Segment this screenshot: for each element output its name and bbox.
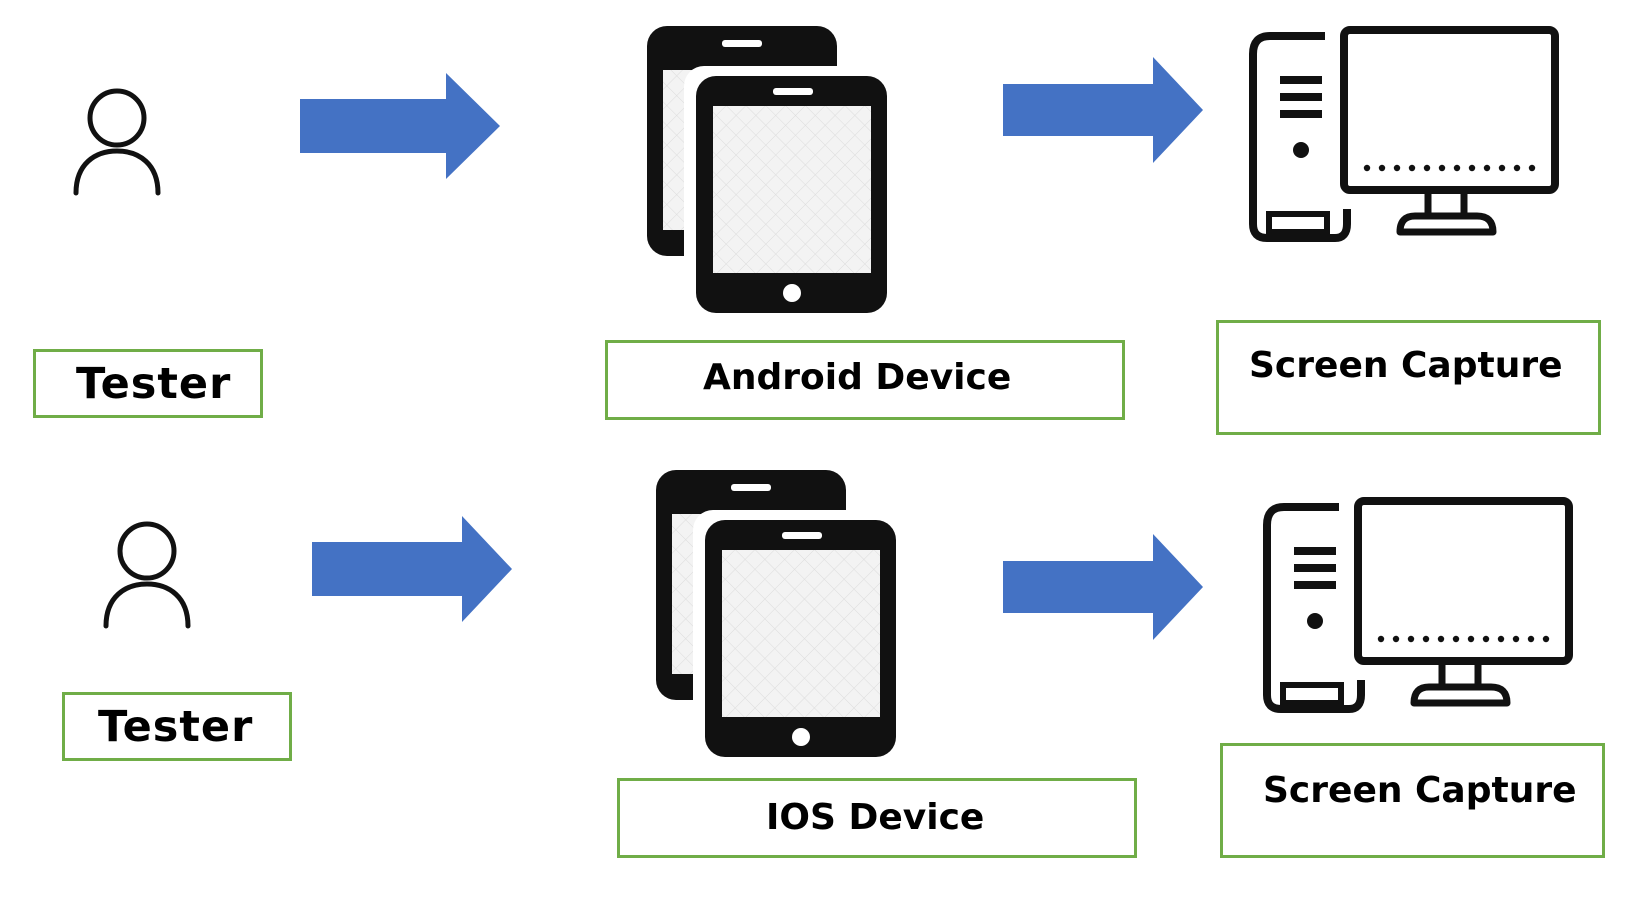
device-label: Android Device	[703, 356, 1012, 398]
person-icon	[73, 88, 161, 196]
desktop-computer-icon	[1263, 497, 1573, 713]
desktop-computer-icon	[1249, 26, 1559, 242]
device-label: IOS Device	[766, 796, 985, 838]
device-label-box: IOS Device	[617, 778, 1137, 858]
right-arrow	[1003, 57, 1203, 163]
tester-label-box: Tester	[62, 692, 292, 761]
tester-label: Tester	[98, 701, 254, 752]
tester-label-box: Tester	[33, 349, 263, 418]
tester-label: Tester	[76, 358, 232, 409]
right-arrow	[300, 73, 500, 179]
right-arrow	[1003, 534, 1203, 640]
tablets-icon	[647, 26, 887, 316]
screen-capture-label-box: Screen Capture	[1216, 320, 1601, 435]
tablets-icon	[656, 470, 896, 760]
person-icon	[103, 521, 191, 629]
screen-capture-label: Screen Capture	[1263, 770, 1577, 811]
right-arrow	[312, 516, 512, 622]
screen-capture-label-box: Screen Capture	[1220, 743, 1605, 858]
screen-capture-label: Screen Capture	[1249, 345, 1563, 386]
device-label-box: Android Device	[605, 340, 1125, 420]
